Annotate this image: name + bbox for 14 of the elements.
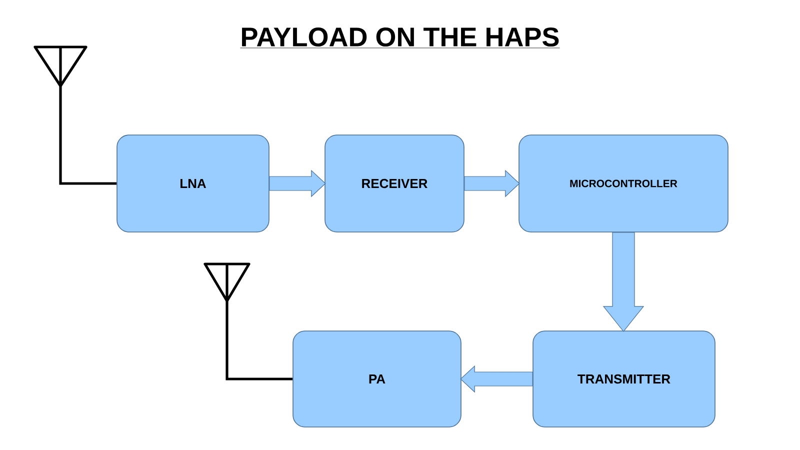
antenna-symbol bbox=[204, 262, 250, 302]
process-box: LNA bbox=[116, 134, 270, 232]
block-arrow bbox=[464, 170, 520, 198]
block-arrow bbox=[602, 232, 644, 332]
process-box: TRANSMITTER bbox=[532, 330, 716, 428]
process-box: RECEIVER bbox=[324, 134, 464, 232]
title: PAYLOAD ON THE HAPS bbox=[240, 27, 560, 48]
process-box: MICROCONTROLLER bbox=[518, 134, 728, 232]
connector-line bbox=[226, 301, 293, 380]
connector-line bbox=[59, 86, 117, 185]
antenna-symbol bbox=[34, 46, 88, 88]
block-arrow bbox=[460, 365, 533, 393]
process-box: PA bbox=[292, 330, 462, 428]
block-arrow bbox=[269, 170, 326, 198]
